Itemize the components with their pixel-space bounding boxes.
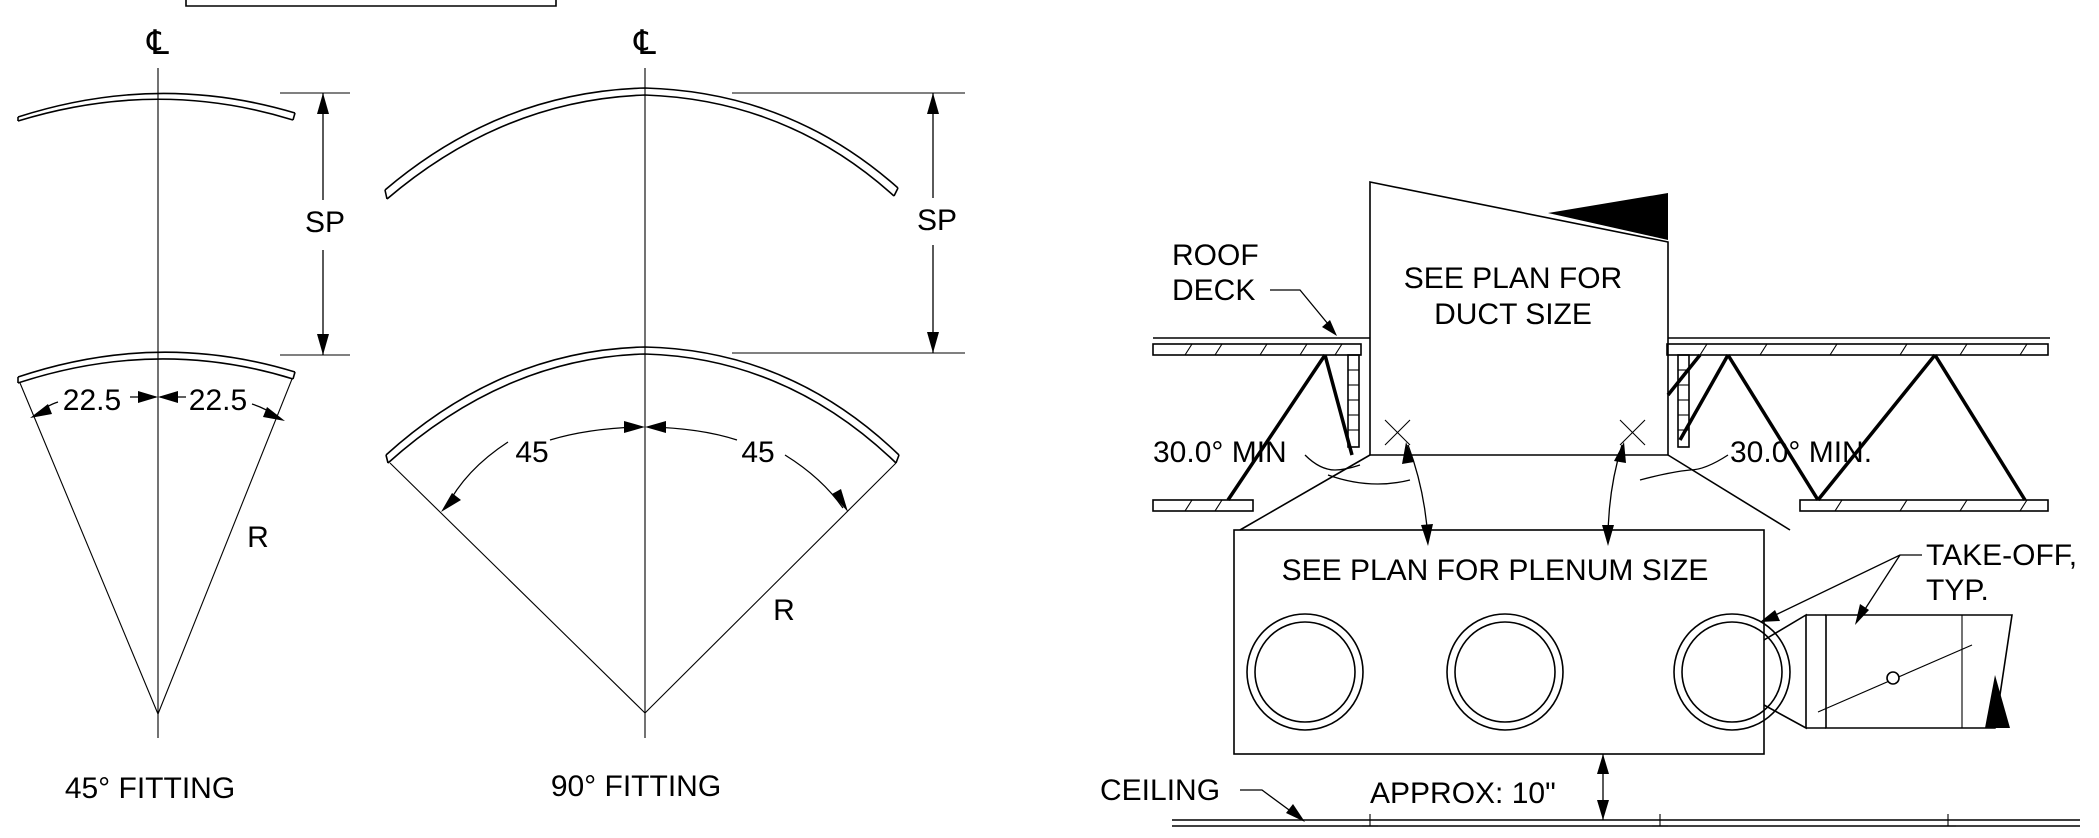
side-takeoff-collar — [1763, 613, 1807, 730]
title-box-fragment — [185, 0, 557, 7]
fitting-90-sp-label: SP — [917, 204, 957, 237]
fitting-90-radius-right — [644, 462, 897, 714]
takeoff-section-marker — [1985, 675, 2010, 728]
clearance-label: APPROX: 10" — [1370, 777, 1556, 810]
fitting-45-radius-label: R — [247, 521, 269, 554]
takeoff-circles — [1246, 613, 1791, 731]
damper-pivot — [1886, 671, 1900, 685]
support-angle-right — [1677, 354, 1690, 448]
fitting-90-detail: ℄ SP 45 45 R 90° FITTING — [384, 24, 965, 803]
takeoff-label-line-1: TAKE-OFF, — [1926, 539, 2077, 572]
duct-section-marker — [1548, 193, 1668, 240]
angle-right-label: 30.0° MIN. — [1730, 436, 1872, 469]
fitting-90-upper-wall-outer — [384, 87, 899, 191]
side-takeoff-duct — [1825, 614, 2013, 729]
fitting-90-upper-wall-inner — [386, 94, 895, 200]
plenum-box — [1233, 529, 1765, 755]
fitting-90-lower-wall-inner — [387, 353, 897, 464]
fitting-90-caption: 90° FITTING — [551, 770, 721, 803]
plenum-transition-left — [1239, 454, 1371, 531]
fitting-45-angle-left: 22.5 — [63, 384, 121, 417]
fitting-90-angle-right: 45 — [741, 436, 774, 469]
centerline-symbol-90: ℄ — [633, 24, 656, 62]
fitting-45-sp-label: SP — [305, 206, 345, 239]
fitting-45-caption: 45° FITTING — [65, 772, 235, 805]
roof-deck-label-line-2: DECK — [1172, 274, 1255, 307]
fitting-45-detail: ℄ SP 22.5 22.5 R 45° FITTING — [17, 24, 350, 805]
joist-top-chord-left — [1152, 343, 1362, 356]
fitting-45-radius-left — [19, 382, 159, 715]
fitting-45-upper-wall-inner — [17, 98, 294, 122]
fitting-45-lower-wall-inner — [17, 358, 294, 384]
fitting-45-upper-wall-outer — [17, 92, 296, 118]
joist-bottom-chord-right — [1799, 499, 2049, 512]
fitting-90-radius-left — [389, 462, 646, 714]
centerline-symbol-45: ℄ — [146, 24, 169, 62]
fitting-45-radius-right — [157, 378, 293, 715]
joist-top-chord-right — [1666, 343, 2049, 356]
fitting-45-angle-right: 22.5 — [189, 384, 247, 417]
fitting-90-lower-wall-outer — [385, 346, 900, 456]
plenum-label: SEE PLAN FOR PLENUM SIZE — [1282, 554, 1709, 587]
angle-left-label: 30.0° MIN — [1153, 436, 1287, 469]
duct-label-line-1: SEE PLAN FOR — [1404, 262, 1622, 295]
fitting-90-radius-label: R — [773, 594, 795, 627]
plenum-detail: SEE PLAN FOR DUCT SIZE — [1100, 181, 2080, 827]
ceiling-label: CEILING — [1100, 774, 1220, 807]
support-angle-left — [1347, 354, 1360, 448]
fitting-45-lower-wall-outer — [17, 351, 296, 378]
fitting-90-angle-left: 45 — [515, 436, 548, 469]
plenum-transition-right — [1667, 454, 1791, 531]
takeoff-label-line-2: TYP. — [1926, 574, 1989, 607]
roof-deck-label-line-1: ROOF — [1172, 239, 1259, 272]
duct-label-line-2: DUCT SIZE — [1434, 298, 1592, 331]
joist-bottom-chord-left — [1152, 499, 1254, 512]
